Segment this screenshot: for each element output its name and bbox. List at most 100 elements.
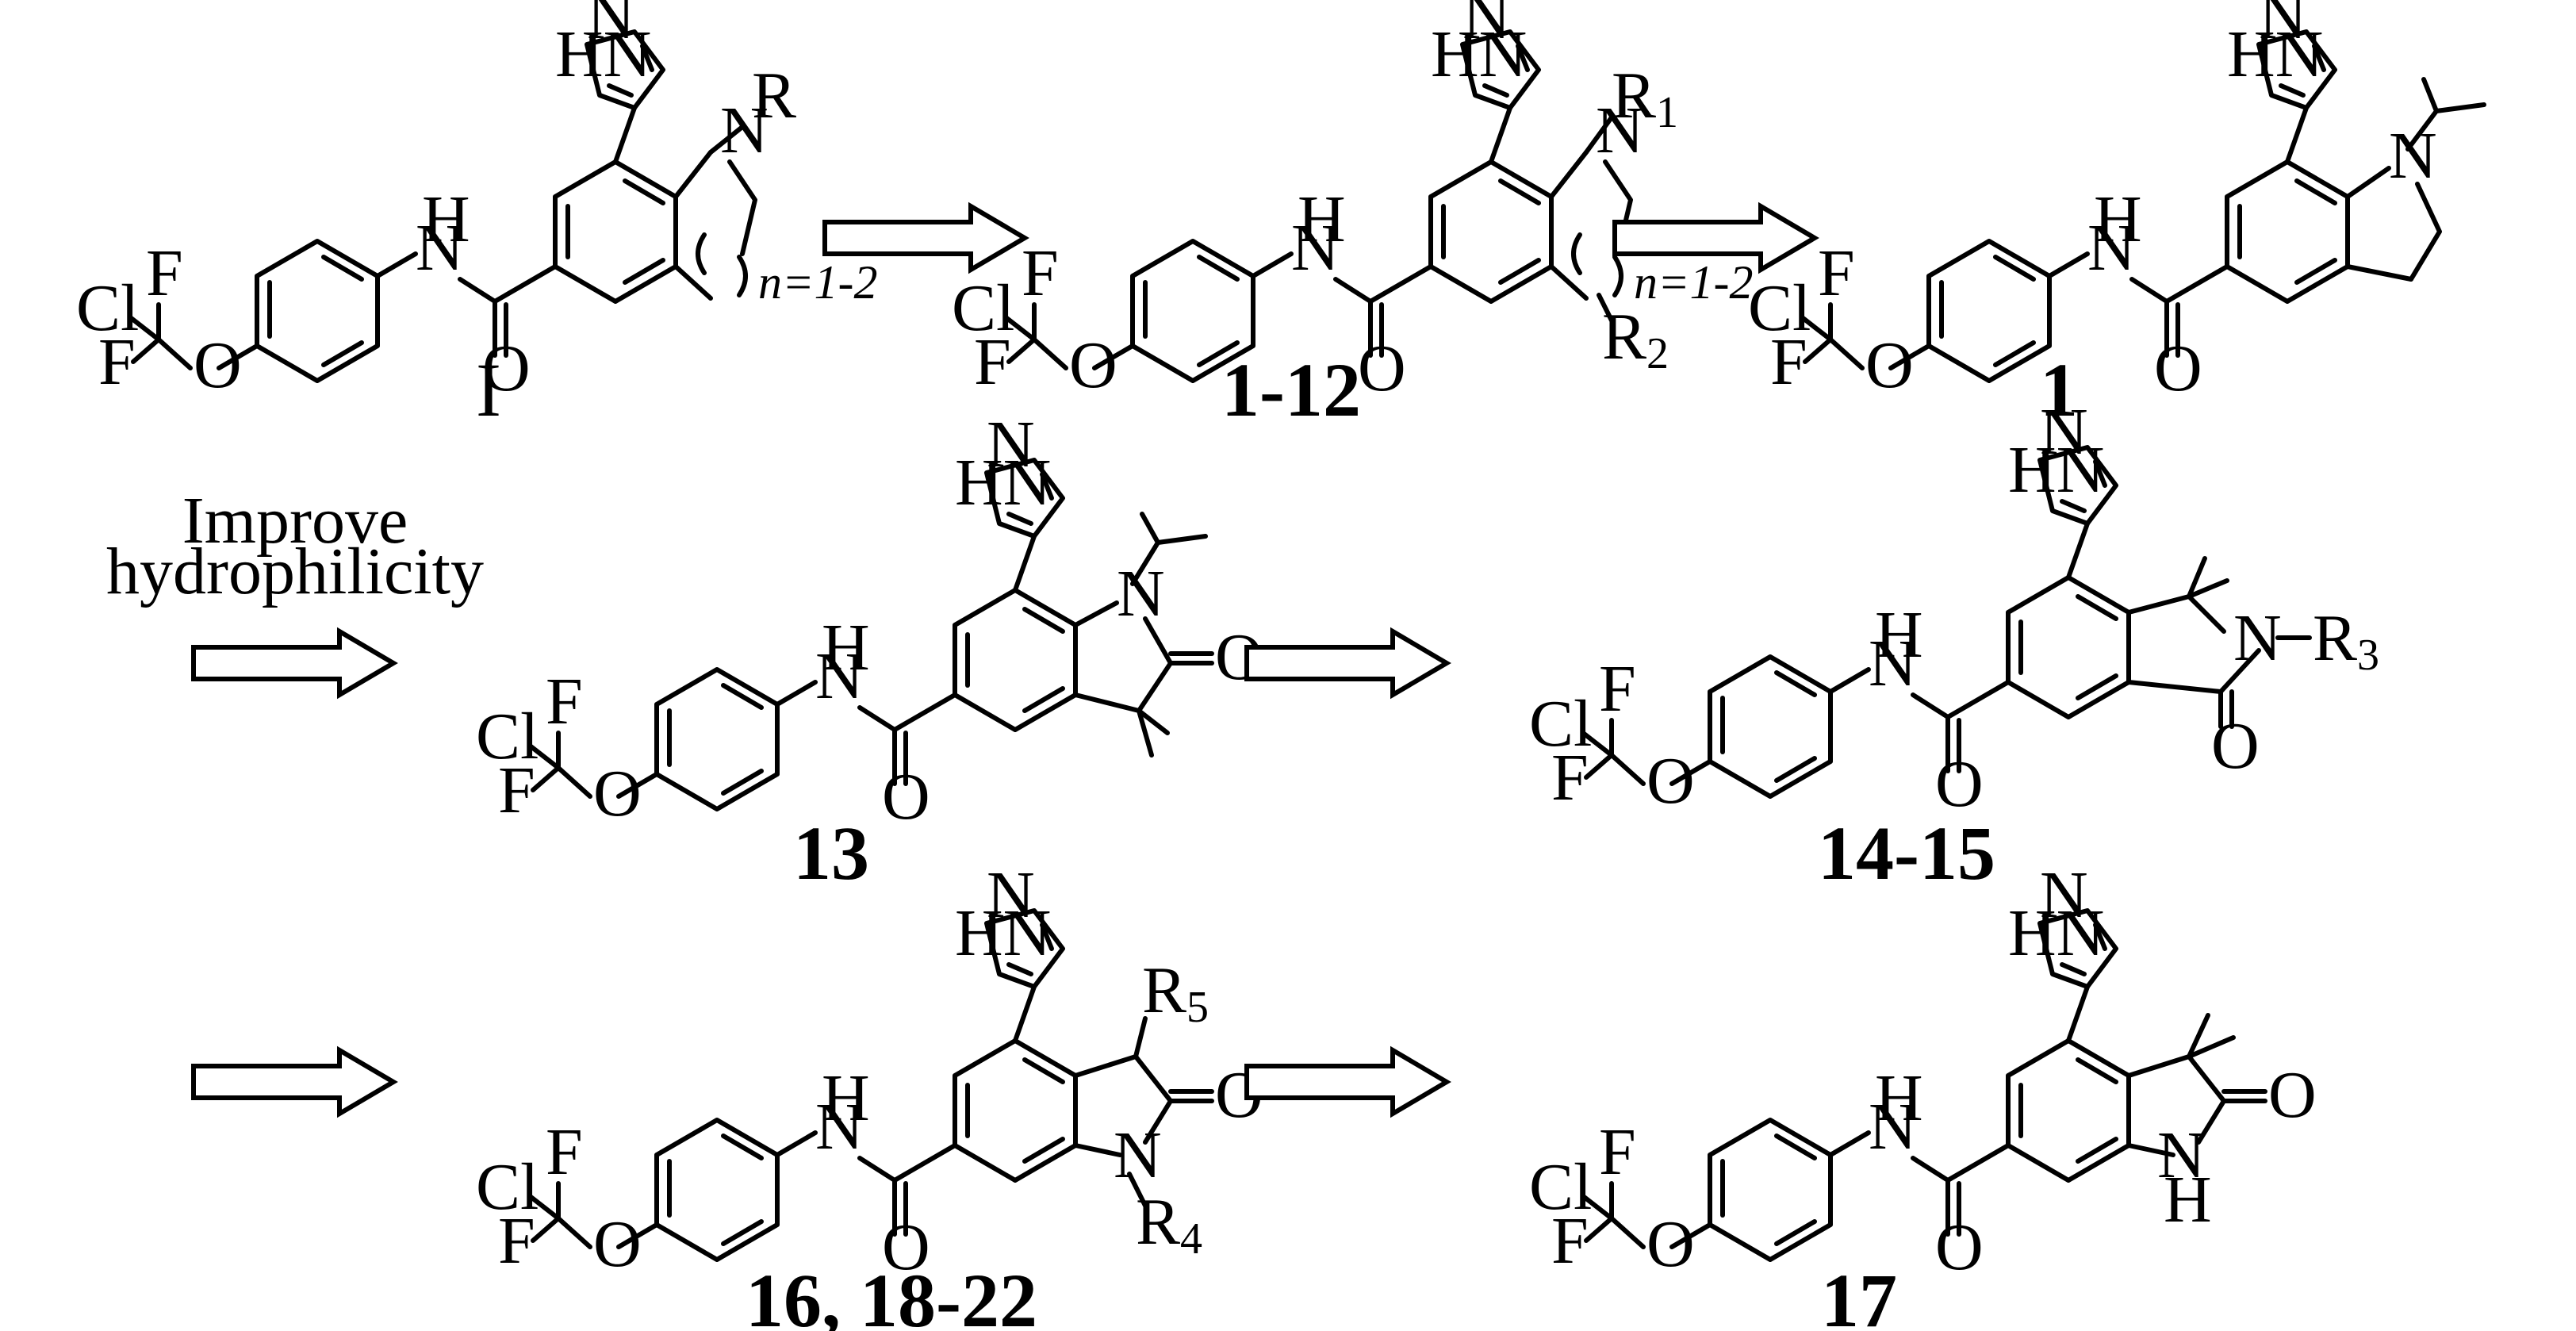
r3-group: R3	[2313, 601, 2379, 680]
improve-label-line1: Improve	[182, 484, 408, 558]
chlorine: Cl	[1529, 1150, 1592, 1224]
r5-group: R5	[1142, 953, 1209, 1032]
amide-n: N	[815, 1090, 864, 1164]
fluorine-bottom: F	[1551, 741, 1589, 815]
carbonyl-o: O	[882, 1210, 930, 1284]
compound-14-15: HN N N R3 O H N O O F Cl F	[1529, 395, 2379, 821]
pyrazole-nh: HN	[1431, 17, 1527, 91]
fluorine-bottom: F	[498, 754, 535, 827]
fluorine-top: F	[146, 236, 183, 310]
compound-label-14-15: 14-15	[1818, 811, 1995, 896]
amide-h: H	[822, 611, 870, 685]
r2-group: R2	[1602, 300, 1669, 378]
r1-group: R1	[1612, 59, 1678, 137]
chlorine: Cl	[1748, 271, 1811, 345]
compound-1: HN N N H N O O F Cl F	[1748, 0, 2486, 405]
compound-17: HN N O N H H N O O F Cl F	[1529, 858, 2317, 1284]
ring-n: N	[1596, 94, 1644, 167]
amide-n: N	[1291, 211, 1340, 285]
amide-n: N	[416, 211, 464, 285]
fluorine-bottom: F	[498, 1204, 535, 1278]
oxindole-n: N	[1114, 1118, 1162, 1192]
compound-13: HN N N O H N O O F Cl F	[476, 408, 1263, 834]
compound-1-12: HN N N R1 n=1-2 R2 H N O O F Cl F	[952, 0, 1753, 405]
pyrazole-nh: HN	[2008, 433, 2104, 507]
compound-label-1-12: 1-12	[1221, 347, 1361, 432]
fluorine-top: F	[1022, 236, 1059, 310]
compound-label-I: I	[476, 347, 501, 432]
improve-label-line2: hydrophilicity	[106, 535, 484, 608]
compound-label-16-18-22: 16, 18-22	[746, 1258, 1037, 1331]
fluorine-bottom: F	[1770, 325, 1807, 399]
amide-n: N	[2087, 211, 2136, 285]
carbonyl-o: O	[1935, 747, 1984, 821]
arrow-6	[1247, 1050, 1447, 1114]
ether-o: O	[1646, 744, 1695, 818]
pyrazole-n: N	[1462, 0, 1511, 53]
pyrazole-n: N	[987, 408, 1035, 481]
pyrazole-nh: HN	[555, 17, 651, 91]
fluorine-bottom: F	[974, 325, 1011, 399]
pyrazole-nh: HN	[2227, 17, 2323, 91]
amide-n: N	[815, 639, 864, 713]
amide-h: H	[822, 1061, 870, 1135]
r4-group: R4	[1136, 1185, 1202, 1264]
arrow-4	[1247, 631, 1447, 695]
ether-o: O	[593, 1207, 642, 1281]
indoline-n: N	[2389, 119, 2437, 193]
fluorine-top: F	[546, 665, 583, 738]
ether-o: O	[1069, 328, 1117, 402]
carbonyl-o: O	[1358, 332, 1406, 405]
ring-size-note: n=1-2	[1634, 256, 1753, 309]
pyrazole-n: N	[2259, 0, 2307, 53]
ether-o: O	[1646, 1207, 1695, 1281]
amide-h: H	[1875, 598, 1923, 672]
oxindole-nh: N	[2157, 1118, 2206, 1192]
chlorine: Cl	[476, 1150, 539, 1224]
compound-I: HN N N R n=1-2 H N O O F Cl F	[76, 0, 877, 405]
carbonyl-o: O	[2154, 332, 2202, 405]
amide-n: N	[1869, 1090, 1917, 1164]
pyrazole-nh: HN	[2008, 896, 2104, 970]
fluorine-top: F	[1599, 652, 1636, 726]
fluorine-top: F	[1818, 236, 1855, 310]
amide-n: N	[1869, 627, 1917, 700]
chlorine: Cl	[952, 271, 1014, 345]
fluorine-top: F	[1599, 1115, 1636, 1189]
chlorine: Cl	[1529, 687, 1592, 761]
pyrazole-nh: HN	[955, 896, 1051, 970]
r-group: R	[752, 59, 796, 132]
fluorine-bottom: F	[1551, 1204, 1589, 1278]
compound-label-1: 1	[2040, 347, 2078, 432]
ether-o: O	[593, 757, 642, 830]
compound-label-13: 13	[793, 811, 869, 896]
fluorine-top: F	[546, 1115, 583, 1189]
lactam-o: O	[2211, 709, 2260, 783]
pyrazole-n: N	[587, 0, 635, 53]
ring-n: N	[720, 94, 769, 167]
amide-h: H	[1875, 1061, 1923, 1135]
arrow-3	[194, 631, 393, 695]
pyrazole-n: N	[2040, 858, 2088, 932]
arrow-5	[194, 1050, 393, 1114]
isoindolinone-n: N	[2233, 601, 2282, 675]
compound-label-17: 17	[1821, 1258, 1897, 1331]
amide-h: H	[422, 182, 470, 256]
ring-size-note: n=1-2	[758, 256, 877, 309]
fluorine-bottom: F	[98, 325, 136, 399]
pyrazole-nh: HN	[955, 446, 1051, 520]
amide-h: H	[2094, 182, 2142, 256]
carbonyl-o: O	[482, 332, 531, 405]
carbonyl-o: O	[882, 760, 930, 834]
chlorine: Cl	[476, 700, 539, 773]
carbonyl-o: O	[1935, 1210, 1984, 1284]
amide-h: H	[1298, 182, 1346, 256]
pyrazole-n: N	[987, 858, 1035, 932]
compound-16-18-22: HN N R5 O N R4 H N O O F Cl F	[476, 858, 1263, 1284]
pyrazole-n: N	[2040, 395, 2088, 469]
ether-o: O	[194, 328, 242, 402]
oxindole-n: N	[1117, 557, 1165, 631]
lactam-o: O	[2268, 1058, 2317, 1132]
ether-o: O	[1865, 328, 1914, 402]
